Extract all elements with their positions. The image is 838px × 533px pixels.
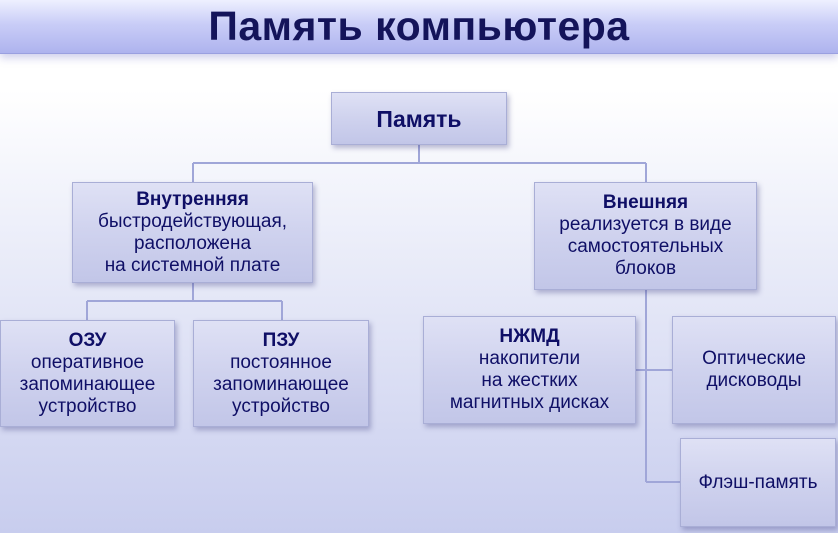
node-ozu: ОЗУ оперативное запоминающее устройство: [0, 320, 175, 427]
node-pzu-line: постоянное: [230, 351, 332, 373]
node-flash-line: Флэш-память: [698, 471, 818, 493]
node-pzu-head: ПЗУ: [262, 329, 300, 351]
node-memory: Память: [331, 92, 507, 145]
node-nzhmd-line: магнитных дисках: [449, 392, 610, 413]
node-internal-line: на системной плате: [104, 254, 281, 276]
node-nzhmd-line: на жестких: [481, 370, 578, 391]
node-optical-line: Оптические: [702, 348, 806, 369]
node-external: Внешняя реализуется в виде самостоятельн…: [534, 182, 757, 290]
title-bar: Память компьютера: [0, 0, 838, 54]
node-nzhmd-head: НЖМД: [499, 326, 560, 347]
node-ozu-head: ОЗУ: [68, 329, 107, 351]
node-ozu-line: оперативное: [30, 351, 145, 373]
node-pzu: ПЗУ постоянное запоминающее устройство: [193, 320, 369, 427]
node-internal-line: быстродействующая,: [97, 210, 288, 232]
node-external-line: самостоятельных: [567, 236, 724, 257]
node-internal: Внутренняя быстродействующая, расположен…: [72, 182, 313, 283]
node-ozu-line: запоминающее: [19, 373, 156, 395]
node-pzu-line: устройство: [232, 395, 330, 417]
node-external-head: Внешняя: [602, 192, 689, 213]
node-ozu-line: устройство: [38, 395, 137, 417]
node-external-line: реализуется в виде: [559, 214, 732, 235]
node-external-line: блоков: [614, 258, 677, 279]
node-pzu-line: запоминающее: [213, 373, 349, 395]
node-flash: Флэш-память: [680, 438, 836, 527]
node-nzhmd-line: накопители: [478, 348, 581, 369]
node-internal-line: расположена: [133, 232, 252, 254]
node-internal-head: Внутренняя: [136, 188, 249, 210]
node-memory-head: Память: [376, 105, 462, 132]
page-title: Память компьютера: [208, 3, 630, 49]
node-optical: Оптические дисководы: [672, 316, 836, 424]
node-optical-line: дисководы: [706, 370, 802, 391]
node-nzhmd: НЖМД накопители на жестких магнитных дис…: [423, 316, 636, 424]
